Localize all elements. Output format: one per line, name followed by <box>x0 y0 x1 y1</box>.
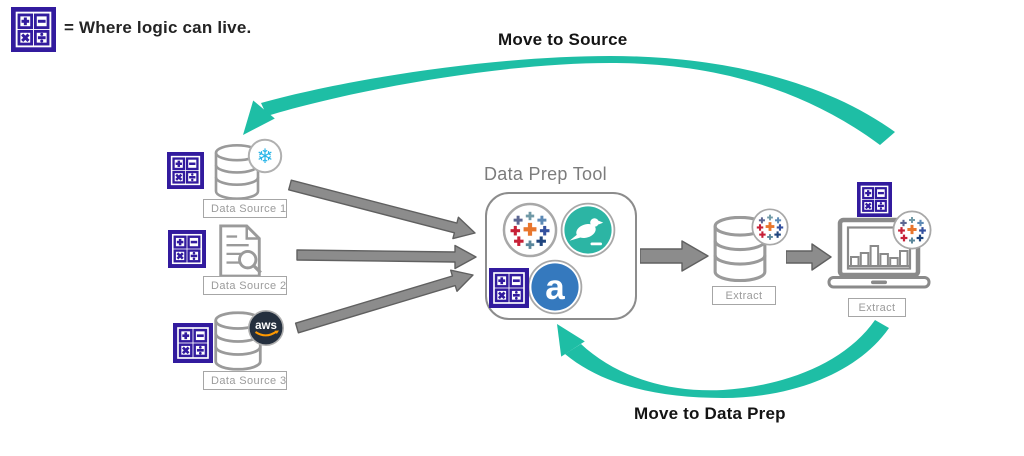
move-to-data-prep-arrow-icon <box>557 320 889 398</box>
tableau-logo-icon <box>502 202 558 258</box>
move-to-source-label: Move to Source <box>498 30 628 49</box>
legend-text: = Where logic can live. <box>64 18 252 37</box>
alteryx-letter: a <box>545 268 565 307</box>
data-source-3-label: Data Source 3 <box>203 371 287 390</box>
source-to-prep-arrows-icon <box>288 179 477 334</box>
calculator-icon <box>173 323 213 363</box>
data-prep-tool-title: Data Prep Tool <box>484 164 607 184</box>
aws-text: aws <box>255 320 277 332</box>
tableau-prep-bird-icon <box>560 202 616 258</box>
alteryx-logo-icon: a <box>527 259 583 315</box>
calculator-icon <box>857 182 892 217</box>
prep-to-extract-arrow-icon <box>640 240 709 272</box>
extract-viz-label: Extract <box>848 298 906 317</box>
calculator-icon <box>489 268 529 308</box>
calculator-icon <box>167 152 204 189</box>
aws-badge-icon: aws <box>247 309 285 347</box>
move-to-data-prep-label: Move to Data Prep <box>634 404 786 423</box>
tableau-badge-icon <box>751 208 789 246</box>
calculator-icon <box>168 230 206 268</box>
extract-db-label: Extract <box>712 286 776 305</box>
data-source-1-label: Data Source 1 <box>203 199 287 218</box>
calculator-icon <box>10 7 57 52</box>
data-source-2-label: Data Source 2 <box>203 276 287 295</box>
move-to-source-arrow-icon <box>243 56 895 145</box>
tableau-badge-icon <box>892 210 932 250</box>
snowflake-glyph: ❄ <box>257 146 274 168</box>
snowflake-badge-icon: ❄ <box>247 138 283 174</box>
document-search-icon <box>219 224 262 278</box>
extract-to-viz-arrow-icon <box>786 243 832 271</box>
